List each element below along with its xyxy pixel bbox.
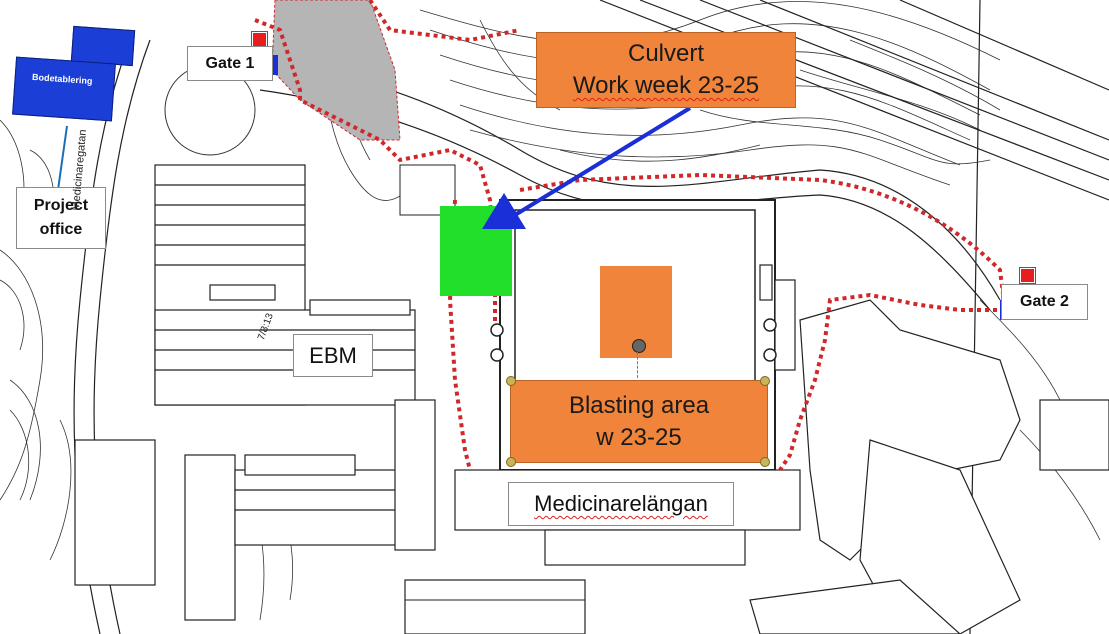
bottom-left-buildings [74,399,436,621]
culvert-subtitle: Work week 23-25 [572,72,760,99]
left-terrain [0,119,55,501]
medicinarelangan-label: Medicinarelängan [508,482,734,526]
project-office-label: Project office [16,187,106,249]
right-buildings [749,264,1109,634]
gate-2-label: Gate 2 [1001,284,1088,320]
culvert-title: Culvert [627,40,705,67]
culvert-pointer-line [513,106,692,217]
blasting-callout: Blasting area w 23-25 [510,380,768,463]
office-block-main [12,56,116,122]
red-flag-icon [1020,268,1035,283]
project-office-line-2: office [39,221,83,238]
blasting-subtitle: w 23-25 [596,423,682,451]
blasting-title: Blasting area [568,391,710,419]
gate-1-label: Gate 1 [187,46,273,81]
medicinarelangan-text: Medicinarelängan [534,491,708,516]
ebm-label: EBM [293,334,373,377]
handle-dot [506,457,516,467]
grey-zone [271,0,401,141]
culvert-callout: Culvert Work week 23-25 [536,32,796,108]
office-pointer-line [57,125,68,191]
project-office-line-1: Project [33,197,89,214]
ebm-building [154,164,416,406]
handle-dot [760,457,770,467]
site-markers [490,318,777,362]
grey-dot-icon [632,339,646,353]
red-flag-icon [252,32,267,47]
gate-1-marker [270,55,278,75]
blue-triangle-icon [482,193,526,229]
office-block-small [70,25,136,67]
handle-dot [506,376,516,386]
blast-point-connector [637,352,639,378]
handle-dot [760,376,770,386]
